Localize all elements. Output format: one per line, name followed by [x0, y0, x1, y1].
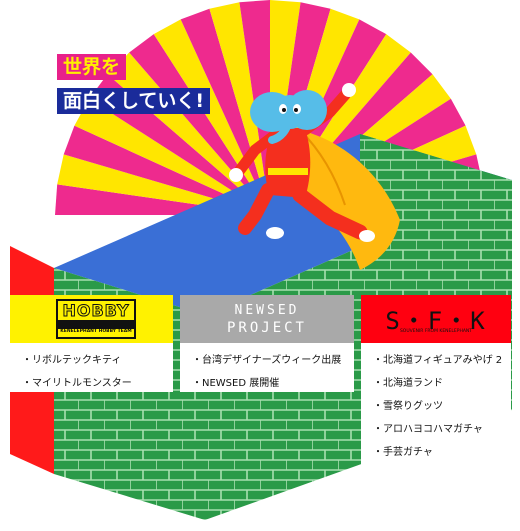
- list-item[interactable]: ・NEWSED 展開催: [192, 378, 280, 389]
- list-item[interactable]: ・台湾デザイナーズウィーク出展: [192, 355, 342, 366]
- elephant-hero: [229, 83, 400, 270]
- sunburst-ray: [209, 2, 270, 216]
- hero-headline-line1: 世界を: [57, 54, 127, 80]
- list-item[interactable]: ・北海道ランド: [373, 378, 443, 389]
- newsed-logo-line2: PROJECT: [226, 320, 307, 336]
- panel-newsed-project[interactable]: NEWSED PROJECT ・台湾デザイナーズウィーク出展 ・NEWSED 展…: [180, 295, 354, 392]
- hero-headline-line2: 面白くしていく!: [57, 88, 211, 114]
- hobby-logo-caption: KENELEPHANT HOBBY TEAM: [60, 329, 132, 334]
- hobby-team-logo: HOBBY KENELEPHANT HOBBY TEAM: [56, 299, 136, 339]
- list-item[interactable]: ・北海道フィギュアみやげ 2: [373, 355, 503, 366]
- list-item[interactable]: ・リボルテックキティ: [22, 355, 122, 366]
- hobby-logo-city-band: [58, 320, 134, 329]
- list-item[interactable]: ・手芸ガチャ: [373, 447, 433, 458]
- newsed-list: ・台湾デザイナーズウィーク出展 ・NEWSED 展開催: [180, 343, 354, 395]
- newsed-header: NEWSED PROJECT: [180, 295, 354, 343]
- newsed-logo-line1: NEWSED: [234, 303, 300, 318]
- hobby-team-list: ・リボルテックキティ ・マイリトルモンスター: [10, 343, 173, 395]
- sfk-list: ・北海道フィギュアみやげ 2 ・北海道ランド ・雪祭りグッツ ・アロハヨコハマガ…: [361, 343, 511, 464]
- list-item[interactable]: ・マイリトルモンスター: [22, 378, 132, 389]
- hobby-team-header: HOBBY KENELEPHANT HOBBY TEAM: [10, 295, 173, 343]
- list-item[interactable]: ・アロハヨコハマガチャ: [373, 424, 483, 435]
- list-item[interactable]: ・雪祭りグッツ: [373, 401, 443, 412]
- sunburst-ray: [74, 98, 270, 215]
- hobby-logo-word: HOBBY: [62, 301, 130, 321]
- panel-sfk[interactable]: S・F・K SOUVENIR FROM KENELEPHANT ・北海道フィギュ…: [361, 295, 511, 483]
- panel-hobby-team[interactable]: HOBBY KENELEPHANT HOBBY TEAM ・リボルテックキティ …: [10, 295, 173, 392]
- sfk-header: S・F・K SOUVENIR FROM KENELEPHANT: [361, 295, 511, 343]
- sfk-logo-caption: SOUVENIR FROM KENELEPHANT: [399, 329, 473, 334]
- sfk-logo-title: S・F・K: [385, 307, 487, 335]
- sunburst-ray: [63, 125, 270, 215]
